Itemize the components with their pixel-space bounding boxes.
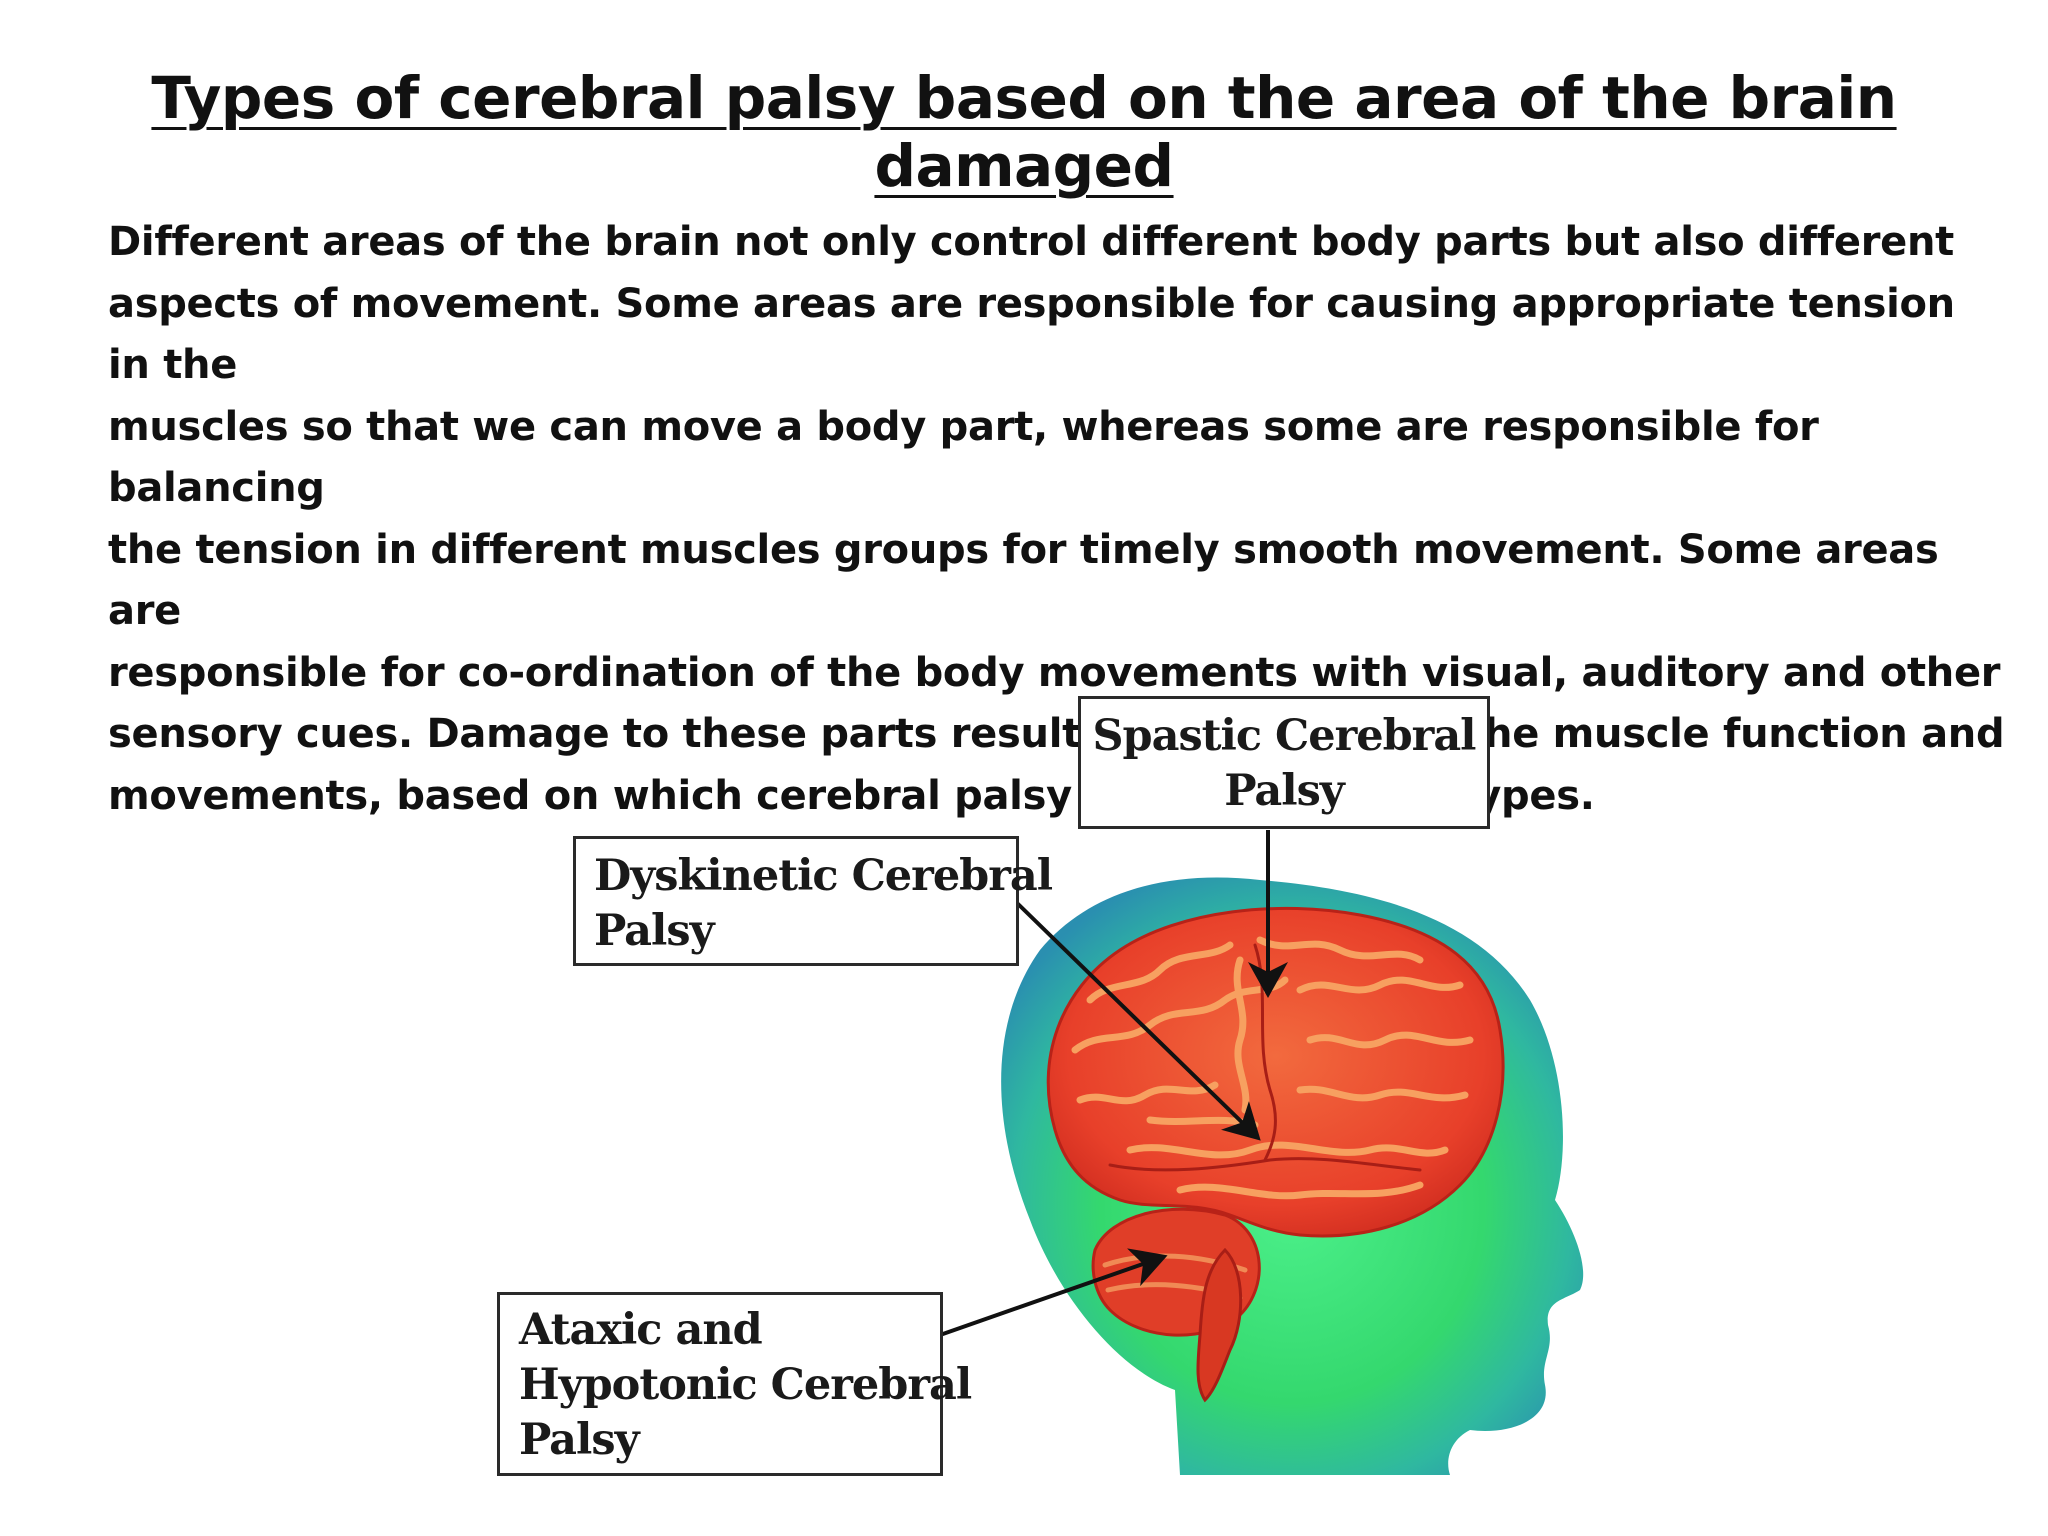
cerebellum	[1091, 1207, 1261, 1337]
head-silhouette	[1001, 877, 1584, 1475]
body-line: movements, based on which cerebral palsy…	[108, 772, 1595, 819]
cerebrum	[1046, 906, 1505, 1238]
label-text: Ataxic and	[519, 1305, 763, 1355]
brain-gyri	[1071, 936, 1474, 1200]
body-line: sensory cues. Damage to these parts resu…	[108, 711, 2005, 757]
label-text: Palsy	[594, 906, 715, 956]
arrow-dyskinetic	[1014, 900, 1261, 1141]
arrow-ataxic	[939, 1248, 1168, 1337]
body-paragraph: Different areas of the brain not only co…	[108, 212, 2008, 827]
body-line: Different areas of the brain not only co…	[108, 219, 1954, 265]
label-dyskinetic-cerebral-palsy: Dyskinetic Cerebral Palsy	[573, 836, 1053, 966]
brain-stem	[1196, 1247, 1243, 1403]
label-ataxic-hypotonic-cerebral-palsy: Ataxic and Hypotonic Cerebral Palsy	[497, 1292, 972, 1476]
label-text: Dyskinetic Cerebral	[594, 851, 1053, 901]
label-text: Palsy	[519, 1415, 640, 1465]
brain-sulci	[1108, 943, 1422, 1172]
body-line: responsible for co-ordination of the bod…	[108, 649, 2001, 696]
body-line: aspects of movement. Some areas are resp…	[108, 280, 1955, 389]
body-line: the tension in different muscles groups …	[108, 526, 1939, 635]
label-text: Hypotonic Cerebral	[519, 1360, 972, 1410]
body-line: muscles so that we can move a body part,…	[108, 403, 1819, 512]
slide-title: Types of cerebral palsy based on the are…	[151, 64, 1897, 200]
